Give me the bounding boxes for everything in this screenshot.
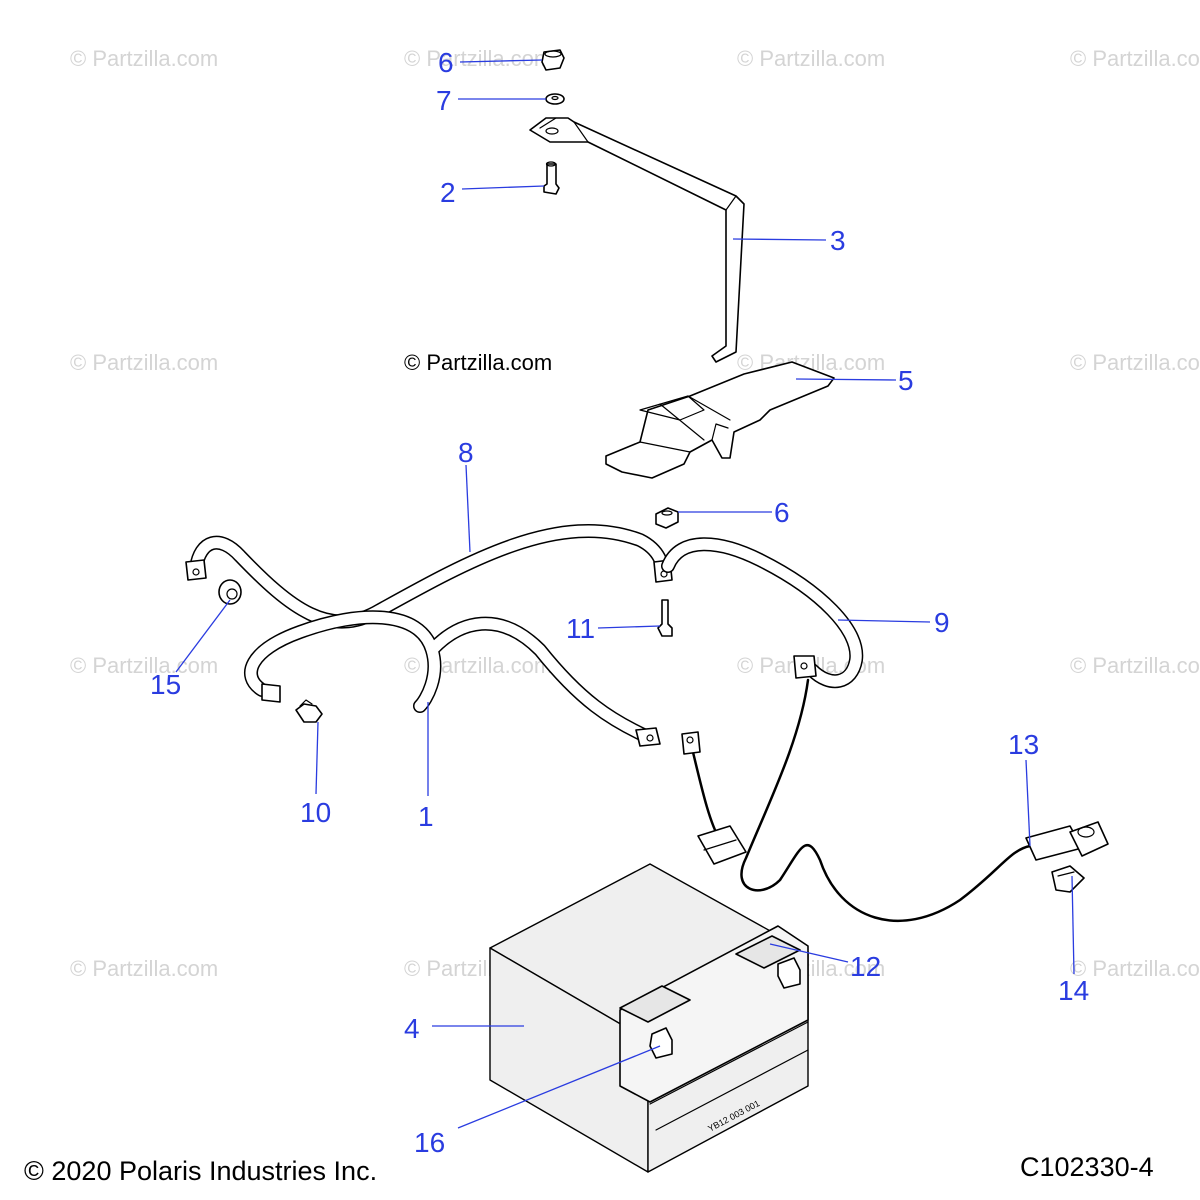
leader-13 [1025,759,1031,847]
part-7-washer [545,93,565,105]
leader-14 [1071,875,1075,975]
part-13-harness [681,678,1109,922]
callout-1: 1 [418,801,434,832]
watermark: © Partzilla.com [70,653,219,678]
watermark: © Partzilla.com [404,46,553,71]
watermark: © Partzilla.com [70,956,219,981]
part-15-grommet [218,579,242,605]
part-1-cable [244,610,661,747]
leader-2 [461,185,545,190]
part-11-bolt [657,599,673,637]
leader-11 [597,625,661,629]
leader-16 [457,1045,661,1129]
part-9-cable [661,537,864,689]
watermark: © Partzilla.com [70,350,219,375]
partzilla-credit: © Partzilla.com [404,350,553,375]
part-6-top-nut [541,49,565,71]
part-4-battery: YB12 003 001 [489,863,809,1173]
leader-9 [837,619,931,623]
callout-10: 10 [300,797,331,828]
leader-5 [795,378,897,381]
part-10-bolt [295,699,323,723]
part-8-cable [185,523,673,629]
copyright-notice: © 2020 Polaris Industries Inc. [24,1156,378,1186]
callout-14: 14 [1058,975,1089,1006]
part-3-strap [529,117,745,363]
diagram-code: C102330-4 [1020,1152,1154,1182]
callout-3: 3 [830,225,846,256]
callout-15: 15 [150,669,181,700]
part-14-fuse [1051,865,1085,893]
leader-6-top [459,59,543,63]
part-5-bracket [605,361,835,479]
callout-13: 13 [1008,729,1039,760]
callout-9: 9 [934,607,950,638]
watermark: © Partzilla.com [1070,653,1200,678]
callout-2: 2 [440,177,456,208]
leader-12 [769,943,849,963]
callout-4: 4 [404,1013,420,1044]
callout-7: 7 [436,85,452,116]
callout-16: 16 [414,1127,445,1158]
watermark: © Partzilla.com [1070,46,1200,71]
callout-5: 5 [898,365,914,396]
watermark: © Partzilla.com [1070,956,1200,981]
watermark: © Partzilla.com [70,46,219,71]
leader-15 [175,599,231,673]
callout-8: 8 [458,437,474,468]
callout-12: 12 [850,951,881,982]
watermark: © Partzilla.com [1070,350,1200,375]
callout-6: 6 [438,47,454,78]
part-2-bolt [543,161,560,195]
callout-6: 6 [774,497,790,528]
watermark: © Partzilla.com [737,46,886,71]
leader-3 [732,238,827,241]
part-6-nut [655,507,679,529]
callout-11: 11 [566,613,595,644]
leader-8 [465,464,471,553]
leader-10 [315,721,319,795]
